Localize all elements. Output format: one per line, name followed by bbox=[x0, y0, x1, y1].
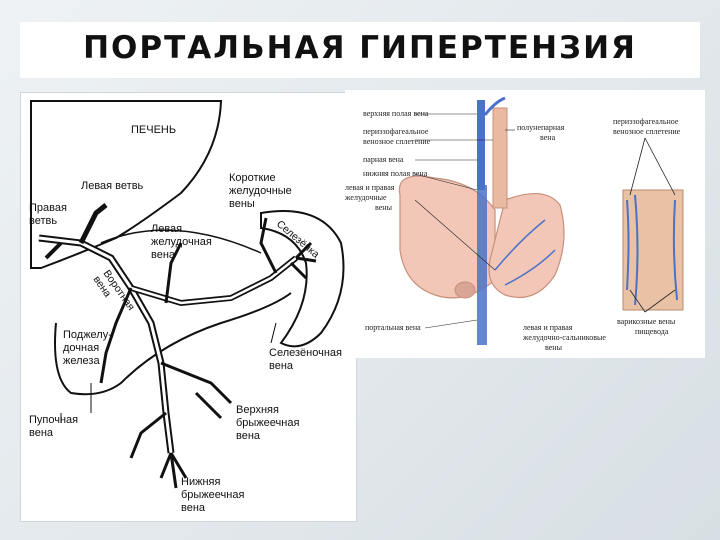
label-short-gastric-3: вены bbox=[229, 198, 255, 210]
label-periesophageal-1: периэзофагеальное bbox=[363, 127, 429, 136]
label-left-gastric-2: желудочная bbox=[151, 236, 212, 248]
esophagus-shape bbox=[492, 107, 508, 209]
inferior-mesenteric-branches bbox=[129, 411, 188, 489]
label-gastroepiploic-2: желудочно-сальниковые bbox=[522, 333, 606, 342]
title-band bbox=[20, 22, 700, 78]
label-left-gastric-3: вена bbox=[151, 249, 176, 261]
label-sup-mesenteric-3: вена bbox=[236, 430, 261, 442]
label-gastroepiploic-1: левая и правая bbox=[523, 323, 573, 332]
label-sup-mesenteric-1: Верхняя bbox=[236, 404, 279, 416]
label-gastric-lr-2: желудочные bbox=[345, 193, 387, 202]
esophageal-varices-svg: верхняя полая вена периэзофагеальное вен… bbox=[345, 96, 684, 352]
label-short-gastric-2: желудочные bbox=[229, 185, 292, 197]
label-pancreas-3: железа bbox=[63, 355, 100, 367]
esophageal-varices-diagram: верхняя полая вена периэзофагеальное вен… bbox=[345, 90, 705, 358]
label-splenic-vein-2: вена bbox=[269, 360, 294, 372]
pancreas-outline bbox=[54, 292, 292, 396]
label-liver: ПЕЧЕНЬ bbox=[131, 124, 176, 136]
ivc-vessel bbox=[477, 185, 487, 345]
label-hemiazygos-2: вена bbox=[540, 133, 556, 142]
label-umbilical-2: вена bbox=[29, 427, 54, 439]
page-title: ПОРТАЛЬНАЯ ГИПЕРТЕНЗИЯ bbox=[83, 30, 637, 66]
portal-system-svg: ПЕЧЕНЬ Левая ветвь Правая ветвь Короткие… bbox=[29, 100, 345, 514]
label-pancreas-2: дочная bbox=[63, 342, 99, 354]
label-azygos: парная вена bbox=[363, 155, 404, 164]
label-ivc: нижняя полая вена bbox=[363, 169, 428, 178]
varicose-veins-shape bbox=[626, 194, 678, 306]
label-varicose-1: варикозные вены bbox=[617, 317, 676, 326]
label-left-branch: Левая ветвь bbox=[81, 180, 144, 192]
liver-outline bbox=[30, 100, 223, 269]
left-branch-vein bbox=[78, 203, 108, 245]
label-svc: верхняя полая вена bbox=[363, 109, 429, 118]
label-portal: портальная вена bbox=[365, 323, 421, 332]
spleen-shape bbox=[454, 281, 476, 299]
label-right-branch-2: ветвь bbox=[29, 215, 57, 227]
short-gastric-veins bbox=[259, 217, 317, 280]
label-varicose-2: пищевода bbox=[635, 327, 669, 336]
label-inf-mesenteric-3: вена bbox=[181, 502, 206, 514]
left-gastric-vein bbox=[164, 242, 183, 304]
label-umbilical-1: Пупочная bbox=[29, 414, 78, 426]
portal-system-diagram: ПЕЧЕНЬ Левая ветвь Правая ветвь Короткие… bbox=[20, 92, 357, 522]
label-inf-mesenteric-1: Нижняя bbox=[181, 476, 220, 488]
stomach-line bbox=[100, 229, 262, 254]
label-gastric-lr-3: вены bbox=[375, 203, 393, 212]
label-periesophageal-right-1: периэзофагеальное bbox=[613, 117, 679, 126]
label-right-branch-1: Правая bbox=[29, 202, 67, 214]
superior-mesenteric-branches bbox=[160, 361, 233, 420]
label-splenic-vein-1: Селезёночная bbox=[269, 347, 342, 359]
label-pancreas-1: Поджелу- bbox=[63, 329, 112, 341]
label-sup-mesenteric-2: брыжеечная bbox=[236, 417, 299, 429]
label-left-gastric-1: Левая bbox=[151, 223, 182, 235]
label-hemiazygos-1: полунепарная bbox=[517, 123, 565, 132]
label-periesophageal-right-2: венозное сплетение bbox=[613, 127, 681, 136]
right-branch-vein bbox=[44, 241, 63, 260]
label-gastric-lr-1: левая и правая bbox=[345, 183, 395, 192]
svc-vessel bbox=[477, 100, 485, 190]
stomach-shape bbox=[488, 193, 565, 299]
label-gastroepiploic-3: вены bbox=[545, 343, 563, 352]
gastric-veins bbox=[494, 219, 556, 286]
label-short-gastric-1: Короткие bbox=[229, 172, 276, 184]
label-periesophageal-2: венозное сплетение bbox=[363, 137, 431, 146]
label-inf-mesenteric-2: брыжеечная bbox=[181, 489, 244, 501]
umbilical-vein bbox=[99, 287, 133, 384]
